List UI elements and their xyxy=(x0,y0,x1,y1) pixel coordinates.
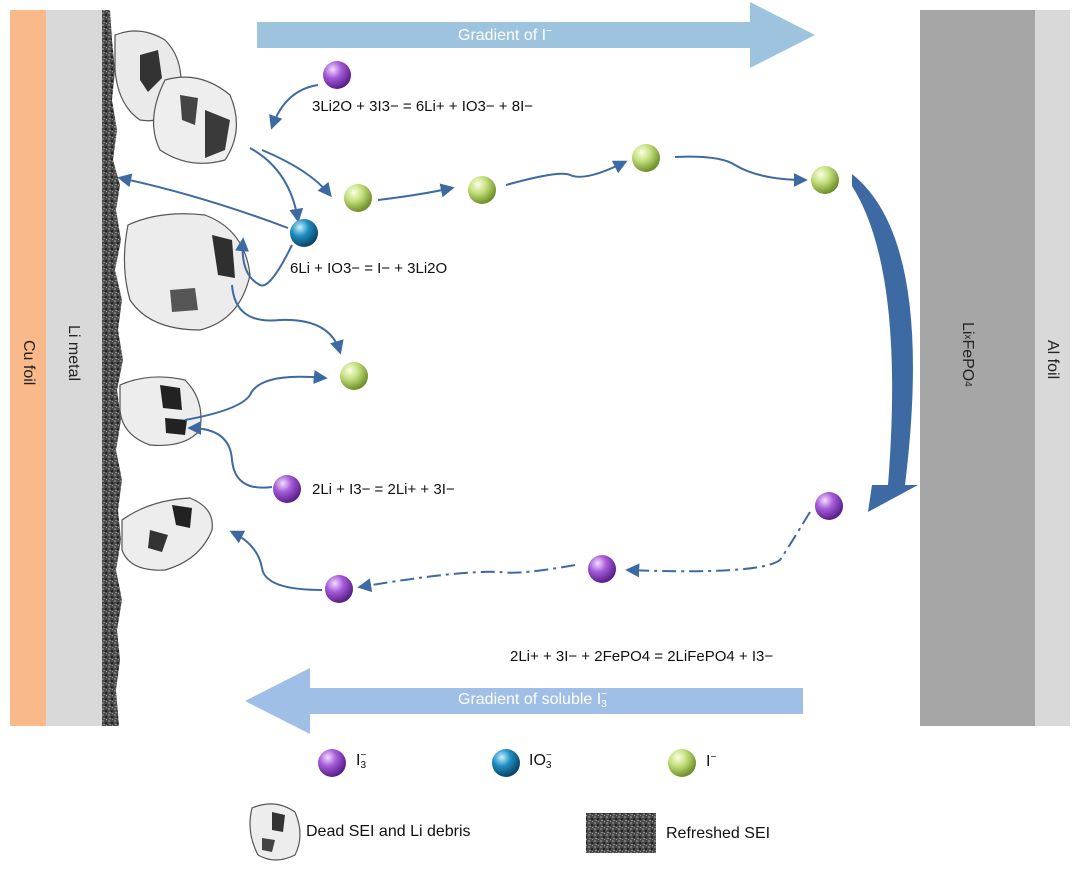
ion-i3-left xyxy=(325,575,353,603)
equation-1: 3Li2O + 3I3− = 6Li+ + IO3− + 8I− xyxy=(312,98,534,115)
ion-i3-top xyxy=(323,61,351,89)
ion-i-2 xyxy=(468,176,496,204)
dead-sei-debris-2 xyxy=(123,213,251,331)
equation-2: 6Li + IO3− = I− + 3Li2O xyxy=(290,260,448,277)
dead-sei-debris-1 xyxy=(114,30,238,164)
legend-io3-icon xyxy=(492,749,520,777)
li-metal-label: Li metal xyxy=(65,325,82,382)
ion-i3-center xyxy=(588,555,616,583)
legend-dead-sei-label: Dead SEI and Li debris xyxy=(306,823,471,840)
equation-3: 2Li + I3− = 2Li+ + 3I− xyxy=(312,481,455,498)
legend-io3-label: IO−3 xyxy=(529,750,552,771)
legend-dead-sei-icon xyxy=(249,803,301,861)
ion-i3-mid xyxy=(273,475,301,503)
al-foil-label: Al foil xyxy=(1044,340,1061,380)
gradient-bottom-label: Gradient of soluble I−3 xyxy=(458,689,608,710)
al-foil xyxy=(1035,10,1070,726)
legend-refreshed-sei-label: Refreshed SEI xyxy=(666,825,771,842)
dead-sei-debris-3 xyxy=(119,376,202,447)
cu-foil-label: Cu foil xyxy=(20,340,37,386)
flow-arrows xyxy=(117,84,811,593)
ions xyxy=(273,61,843,603)
gradient-bottom-arrow xyxy=(245,668,803,734)
gradient-top-arrow xyxy=(257,2,815,68)
legend-i-icon xyxy=(668,749,696,777)
cathode-layer xyxy=(920,10,1035,726)
ion-i-4 xyxy=(811,166,839,194)
ion-i-1 xyxy=(344,184,372,212)
dead-sei-debris-4 xyxy=(121,497,213,571)
cathode-label: LixFePO4 xyxy=(959,322,976,387)
ion-i3-right xyxy=(815,492,843,520)
legend-refreshed-sei-icon xyxy=(586,813,656,853)
ion-i-5 xyxy=(340,362,368,390)
legend-i3-label: I−3 xyxy=(356,750,367,771)
gradient-top-label: Gradient of I− xyxy=(458,26,552,44)
equation-4: 2Li+ + 3I− + 2FePO4 = 2LiFePO4 + I3− xyxy=(510,648,774,665)
ion-i-3 xyxy=(632,144,660,172)
legend-i-label: I− xyxy=(706,752,717,770)
ion-io3 xyxy=(290,219,318,247)
cu-foil xyxy=(10,10,46,726)
return-arrow xyxy=(852,174,918,512)
legend-i3-icon xyxy=(318,749,346,777)
refreshed-sei-layer xyxy=(102,10,123,726)
li-metal xyxy=(46,10,104,726)
